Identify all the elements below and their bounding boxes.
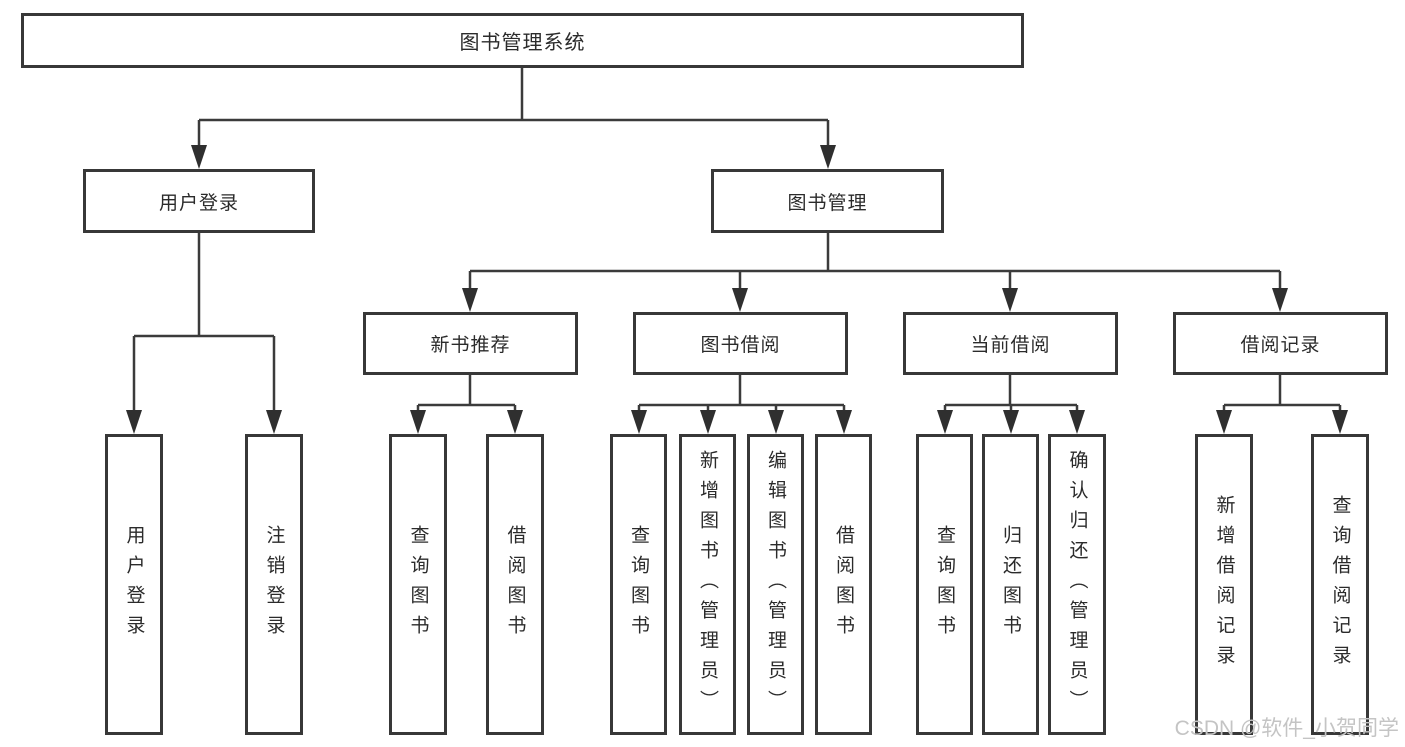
node-new-book-recommend: 新书推荐: [363, 312, 578, 375]
arrowhead-icon: [820, 145, 836, 169]
node-leaf-add-book-admin: 新增图书（管理员）: [679, 434, 736, 735]
arrowhead-icon: [191, 145, 207, 169]
arrowhead-icon: [462, 288, 478, 312]
node-label: 新增图书（管理员）: [697, 449, 718, 720]
node-leaf-query-books-3: 查询图书: [916, 434, 973, 735]
node-leaf-borrow-books-1: 借阅图书: [486, 434, 544, 735]
node-label: 当前借阅: [970, 335, 1051, 356]
node-label: 用户登录: [123, 524, 145, 645]
node-label: 归还图书: [1000, 524, 1021, 645]
arrowhead-icon: [126, 410, 142, 434]
node-leaf-confirm-return-admin: 确认归还（管理员）: [1048, 434, 1106, 735]
node-user-login: 用户登录: [83, 169, 315, 233]
node-label: 借阅记录: [1240, 335, 1321, 356]
node-leaf-user-login: 用户登录: [105, 434, 163, 735]
borrow-records-branch-line: [1222, 375, 1342, 416]
node-leaf-query-books-2: 查询图书: [610, 434, 667, 735]
user-login-branch-line: [132, 233, 276, 416]
arrowhead-icon: [768, 410, 784, 434]
node-label: 图书管理: [787, 192, 868, 214]
node-label: 用户登录: [158, 192, 239, 214]
arrowhead-icon: [836, 410, 852, 434]
arrowhead-icon: [507, 410, 523, 434]
node-label: 查询图书: [628, 524, 649, 645]
node-book-management: 图书管理: [711, 169, 944, 233]
arrowhead-icon: [266, 410, 282, 434]
node-library-system: 图书管理系统: [21, 13, 1024, 68]
arrowhead-icon: [410, 410, 426, 434]
root-branch-line: [197, 68, 830, 151]
node-leaf-query-books-1: 查询图书: [389, 434, 447, 735]
watermark: CSDN @软件_小贺同学: [1174, 717, 1399, 740]
node-label: 图书借阅: [700, 335, 781, 356]
node-leaf-add-borrow-record: 新增借阅记录: [1195, 434, 1253, 735]
arrowhead-icon: [700, 410, 716, 434]
node-book-borrowing: 图书借阅: [633, 312, 848, 375]
arrowhead-icon: [631, 410, 647, 434]
arrowhead-icon: [1069, 410, 1085, 434]
node-label: 新书推荐: [430, 335, 511, 356]
node-leaf-edit-book-admin: 编辑图书（管理员）: [747, 434, 804, 735]
node-label: 借阅图书: [833, 524, 854, 645]
new-books-branch-line: [416, 375, 517, 416]
arrowhead-icon: [732, 288, 748, 312]
arrowhead-icon: [1332, 410, 1348, 434]
arrowhead-icon: [1002, 288, 1018, 312]
node-label: 查询图书: [407, 524, 429, 645]
node-borrow-records: 借阅记录: [1173, 312, 1388, 375]
node-label: 确认归还（管理员）: [1066, 449, 1088, 720]
arrowhead-icon: [937, 410, 953, 434]
node-leaf-return-book: 归还图书: [982, 434, 1039, 735]
node-leaf-query-borrow-record: 查询借阅记录: [1311, 434, 1369, 735]
node-label: 编辑图书（管理员）: [765, 449, 786, 720]
node-label: 图书管理系统: [459, 32, 586, 54]
current-borrow-branch-line: [943, 375, 1079, 416]
book-mgmt-branch-line: [468, 233, 1282, 294]
arrowhead-icon: [1003, 410, 1019, 434]
arrowhead-icon: [1216, 410, 1232, 434]
node-leaf-logout: 注销登录: [245, 434, 303, 735]
book-borrow-branch-line: [637, 375, 846, 416]
arrowhead-icon: [1272, 288, 1288, 312]
node-label: 注销登录: [263, 524, 285, 645]
arrowheads: [126, 145, 1348, 434]
node-leaf-borrow-books-2: 借阅图书: [815, 434, 872, 735]
node-label: 新增借阅记录: [1213, 494, 1235, 675]
node-label: 查询图书: [934, 524, 955, 645]
node-label: 查询借阅记录: [1329, 494, 1351, 675]
node-current-borrowing: 当前借阅: [903, 312, 1118, 375]
node-label: 借阅图书: [504, 524, 526, 645]
